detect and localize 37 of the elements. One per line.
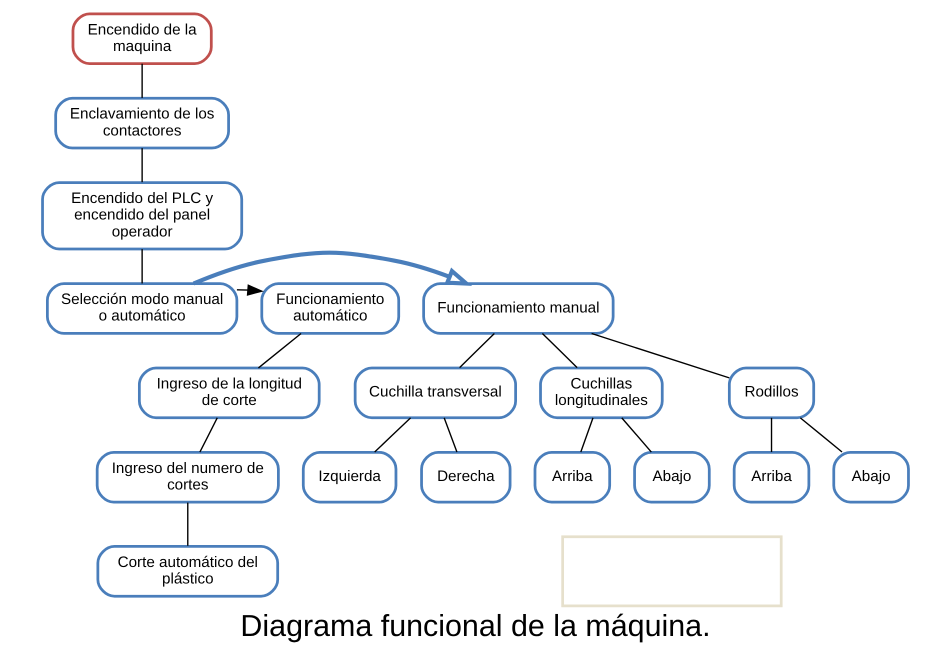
connector — [770, 418, 772, 452]
node-box: Encendido de la maquina — [72, 12, 213, 66]
caption: Diagrama funcional de la máquina. — [240, 608, 711, 643]
node-box: Arriba — [534, 450, 612, 504]
node-box: Abajo — [633, 450, 711, 504]
connector — [374, 417, 412, 453]
node-box — [561, 535, 783, 608]
connector — [187, 502, 188, 546]
node-box: Selección modo manual o automático — [46, 282, 238, 335]
connector — [444, 418, 458, 452]
node-box: Rodillos — [728, 366, 816, 420]
connector — [258, 332, 302, 368]
connector — [141, 249, 143, 284]
node-box: Ingreso de la longitud de corte — [138, 366, 321, 420]
connector — [800, 417, 842, 453]
connector — [199, 418, 218, 452]
node-box: Cuchillas longitudinales — [539, 366, 664, 420]
node-box: Corte automático del plástico — [96, 545, 280, 598]
connector — [141, 148, 143, 182]
node-box: Izquierda — [302, 450, 398, 504]
arrow — [236, 284, 264, 296]
connector — [580, 418, 594, 452]
node-box: Funcionamiento manual — [422, 282, 615, 335]
node-box: Enclavamiento de los contactores — [54, 96, 230, 150]
arrow — [192, 250, 472, 286]
node-box: Funcionamiento automático — [260, 282, 400, 335]
node-box: Abajo — [832, 450, 910, 504]
connector — [459, 332, 495, 368]
node-box: Derecha — [420, 450, 512, 504]
node-box: Encendido del PLC y encendido del panel operador — [41, 181, 244, 250]
node-box: Arriba — [732, 450, 810, 504]
node-box: Cuchilla transversal — [354, 366, 517, 420]
connector — [542, 332, 578, 368]
node-box: Ingreso del numero de cortes — [96, 450, 280, 504]
connector — [591, 332, 730, 379]
connector — [141, 64, 143, 98]
connector — [621, 417, 652, 452]
